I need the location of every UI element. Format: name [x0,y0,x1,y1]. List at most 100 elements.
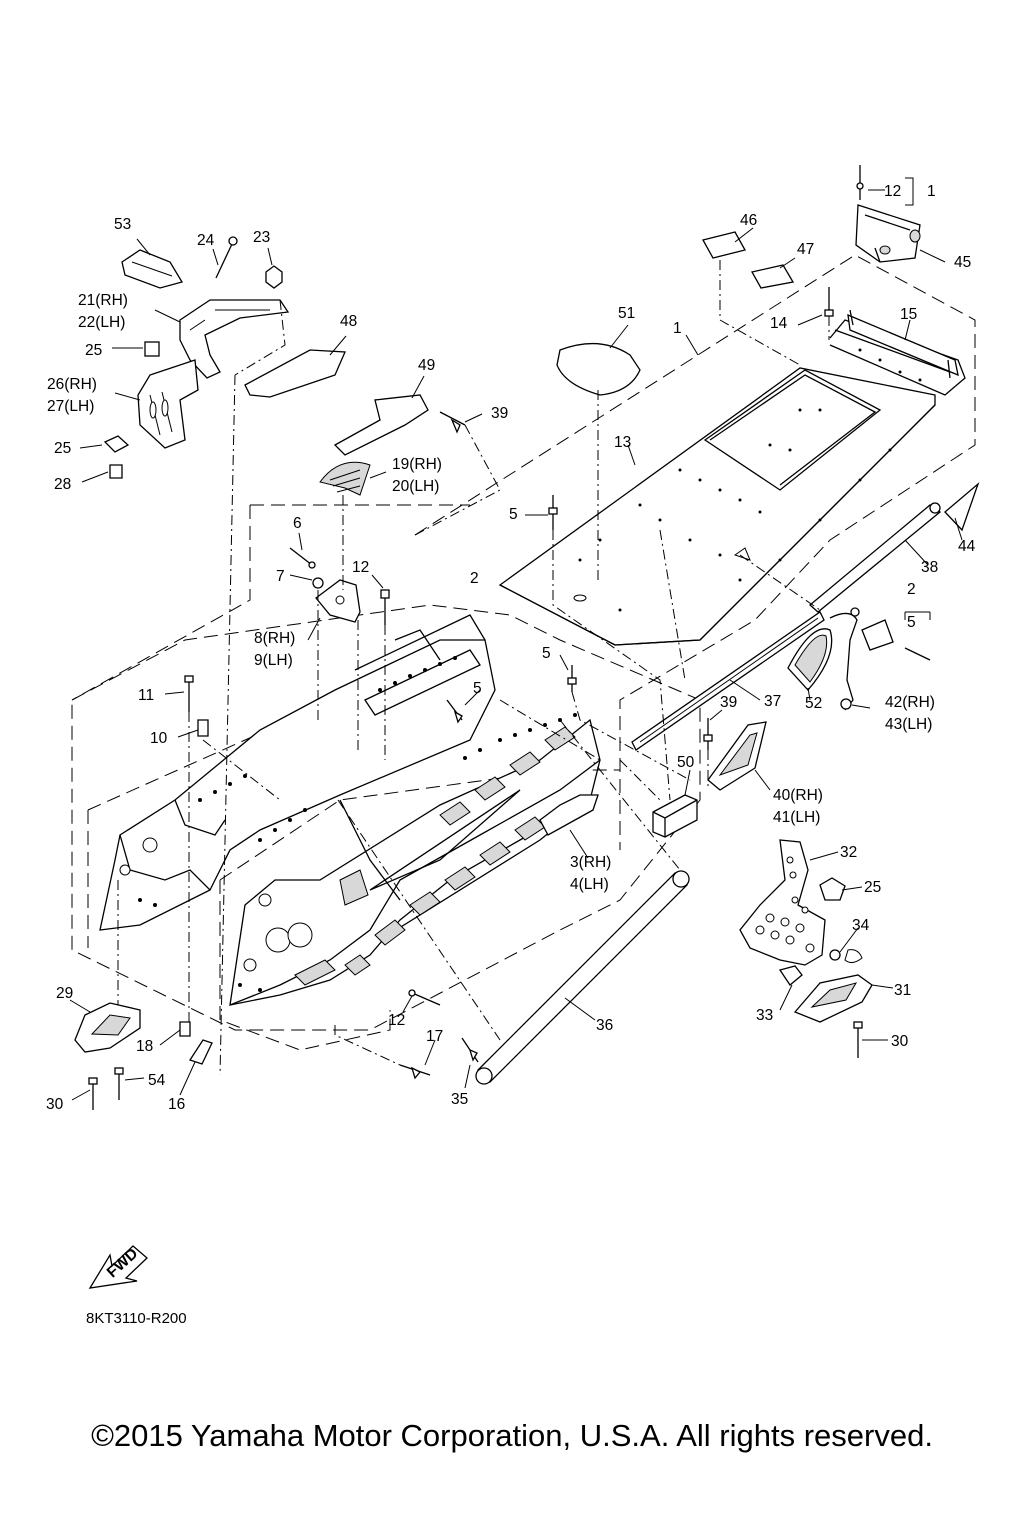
rail-38 [808,502,942,613]
callout-23: 23 [253,229,270,246]
drawing-code: 8KT3110-R200 [86,1310,187,1327]
callout-10: 10 [150,730,168,747]
rivet-5a [548,495,558,530]
bracket-3 [539,794,599,836]
tunnel-13 [498,319,966,646]
nut-25 [144,341,160,357]
callout-34: 34 [852,917,870,934]
callout-11: 11 [138,687,154,704]
frame-rivet-holes [138,656,577,992]
frame-assembly-boundary [71,604,701,1031]
callout-12: 12 [388,1012,405,1029]
callout-29: 29 [56,985,73,1002]
rivet-17 [399,1064,431,1080]
callout-31: 31 [894,982,911,999]
rivet-39a [439,411,466,434]
rivet-35 [461,1037,479,1063]
emblem-52 [787,628,833,691]
assembly-center-lines [117,260,830,1076]
callout-35: 35 [451,1091,468,1108]
washer-34 [829,949,863,964]
frame-2 [99,614,601,1007]
callout-36: 36 [596,1017,613,1034]
callout-37: 37 [764,693,781,710]
step-plate-holes [755,856,815,953]
callout-1: 1 [673,320,682,337]
decal-46 [702,231,746,259]
decal-48 [244,349,346,398]
callout-18: 18 [136,1038,153,1055]
nut-25b [103,435,130,453]
tunnel-rivet-holes [578,348,922,612]
callout-50: 50 [677,754,695,771]
callout-30: 30 [891,1033,909,1050]
callout-38: 38 [921,559,938,576]
callout-21: 21(RH) [78,292,128,309]
callout-5: 5 [473,680,482,697]
callout-42: 42(RH) [885,694,935,711]
rivet-6 [289,547,316,569]
nut-25c [819,877,846,901]
callout-33: 33 [756,1007,773,1024]
nut-7 [312,577,324,589]
step-29 [74,1002,141,1053]
callout-25: 25 [864,879,881,896]
rivet-30a [853,1021,863,1058]
flap-44 [944,481,980,532]
callout-9: 9(LH) [254,652,293,669]
callout-1: 1 [927,183,936,200]
callout-20: 20(LH) [392,478,439,495]
callout-24: 24 [197,232,215,249]
fwd-arrow: FWD [88,1245,148,1289]
rivet-12c [408,989,441,1006]
callout-12: 12 [352,559,369,576]
frame-cutouts [294,726,576,986]
callout-labels: 53 24 23 21(RH) 22(LH) 25 26(RH) 27(LH) … [46,183,976,1113]
callout-3: 3(RH) [570,854,611,871]
callout-8: 8(RH) [254,630,295,647]
decal-51 [556,342,641,396]
callout-48: 48 [340,313,357,330]
callout-52: 52 [805,695,822,712]
callout-46: 46 [740,212,757,229]
bolt-33 [778,965,803,986]
callout-2: 2 [470,570,479,587]
callout-7: 7 [276,568,285,585]
bolt-28 [109,464,123,479]
guard-40 [707,721,767,791]
rail-37 [631,611,825,751]
tunnel-assembly-boundary [414,254,976,850]
callout-6: 6 [293,515,302,532]
step-31 [793,974,873,1023]
nut-10 [197,719,209,737]
rivet-14 [824,287,834,317]
callout-22: 22(LH) [78,314,125,331]
rear-bumper-45 [855,165,921,263]
callout-14: 14 [770,315,788,332]
callout-5: 5 [907,614,916,631]
rivet-12a [380,589,390,625]
cable-42 [829,607,860,711]
step-plate-32 [739,839,826,966]
callout-25: 25 [85,342,102,359]
callout-13: 13 [614,434,631,451]
block-50 [652,794,698,838]
callout-19: 19(RH) [392,456,442,473]
nut-18 [179,1021,191,1037]
bracket-26 [137,359,199,449]
rear-bracket-15 [847,309,959,379]
bolt-24 [215,236,238,279]
callout-45: 45 [954,254,971,271]
callout-32: 32 [840,844,857,861]
decal-49 [333,394,429,456]
callout-17: 17 [426,1028,443,1045]
nut-23 [265,265,283,289]
cover-53 [121,249,183,289]
inner-boundary [219,769,620,1051]
callout-40: 40(RH) [773,787,823,804]
callout-49: 49 [418,357,435,374]
callout-43: 43(LH) [885,716,932,733]
rivet-5b [567,665,577,692]
callout-39: 39 [491,405,508,422]
